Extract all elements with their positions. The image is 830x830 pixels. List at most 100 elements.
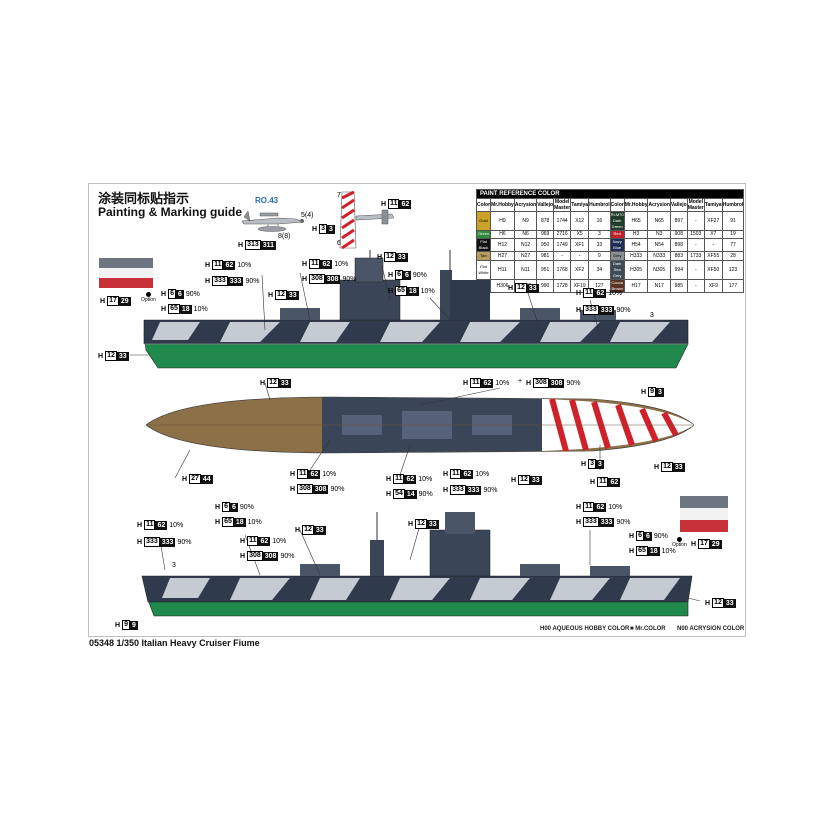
paint-cell: - <box>686 278 705 293</box>
plus-deck2: + <box>518 378 523 385</box>
option-marker-bottom: Option <box>672 537 687 548</box>
legend-acrysion: N00 ACRYSION COLOR <box>677 626 745 632</box>
paint-cell: N65 <box>647 210 671 231</box>
paint-color-swatch: Navy Blue <box>609 238 625 253</box>
ship-port-profile <box>141 512 693 617</box>
paint-cell: 1728 <box>553 278 572 293</box>
legend-mrcolor: ■ Mr.COLOR <box>630 626 666 632</box>
flag-bottom-right <box>680 496 728 532</box>
paint-color-swatch: RLM70 Dark Green <box>609 210 625 231</box>
paint-cell: 1768 <box>553 259 572 280</box>
footer-title: 05348 1/350 Italian Heavy Cruiser Fiume <box>89 638 260 648</box>
aircraft-top-view <box>339 190 395 250</box>
title-chinese: 涂装同标贴指示 <box>98 191 190 206</box>
paint-cell: H65 <box>623 210 649 231</box>
ship-starboard-profile <box>143 250 689 369</box>
paint-cell: 91 <box>721 210 745 231</box>
paint-cell: 1744 <box>553 210 572 231</box>
paint-cell: XF27 <box>703 210 723 231</box>
paint-header-cell: Tamiya <box>570 197 590 212</box>
paint-color-swatch: Cocoa Brown <box>609 278 625 293</box>
paint-cell: 1749 <box>553 238 572 253</box>
paint-cell: 77 <box>721 238 745 253</box>
paint-cell: N54 <box>647 238 671 253</box>
option-marker-top: Option <box>141 292 156 303</box>
aircraft-side-view <box>241 210 304 232</box>
paint-cell: 177 <box>721 278 745 293</box>
paint-cell: N17 <box>647 278 671 293</box>
paint-cell: N12 <box>513 238 538 253</box>
marking-3-top: 3 <box>650 312 654 319</box>
paint-cell: X12 <box>570 210 590 231</box>
paint-cell: 950 <box>536 238 555 253</box>
paint-color-swatch: Gold <box>475 210 492 231</box>
paint-cell: XF1 <box>570 238 590 253</box>
paint-cell: - <box>686 238 705 253</box>
paint-cell: N11 <box>513 259 538 280</box>
paint-cell: - <box>686 210 705 231</box>
marking-8: 8(8) <box>278 233 291 240</box>
marking-7: 7 <box>337 192 341 199</box>
marking-5: 5(4) <box>301 212 314 219</box>
flag-top-left <box>99 258 153 288</box>
marking-6: 6 <box>337 240 341 247</box>
paint-cell: 878 <box>536 210 555 231</box>
title-english: Painting & Marking guide <box>98 205 243 219</box>
aircraft-label: RO.43 <box>255 196 279 205</box>
marking-3-bottom: 3 <box>172 562 176 569</box>
paint-cell: N9 <box>513 210 538 231</box>
paint-cell: 33 <box>588 238 611 253</box>
legend-aqueous: H00 AQUEOUS HOBBY COLOR <box>540 626 630 632</box>
legend-dot-icon: ■ <box>630 626 636 632</box>
paint-cell: XF9 <box>703 278 723 293</box>
paint-color-swatch: Flat Black <box>475 238 492 253</box>
paint-color-swatch: Dark Sea Grey <box>609 259 625 280</box>
